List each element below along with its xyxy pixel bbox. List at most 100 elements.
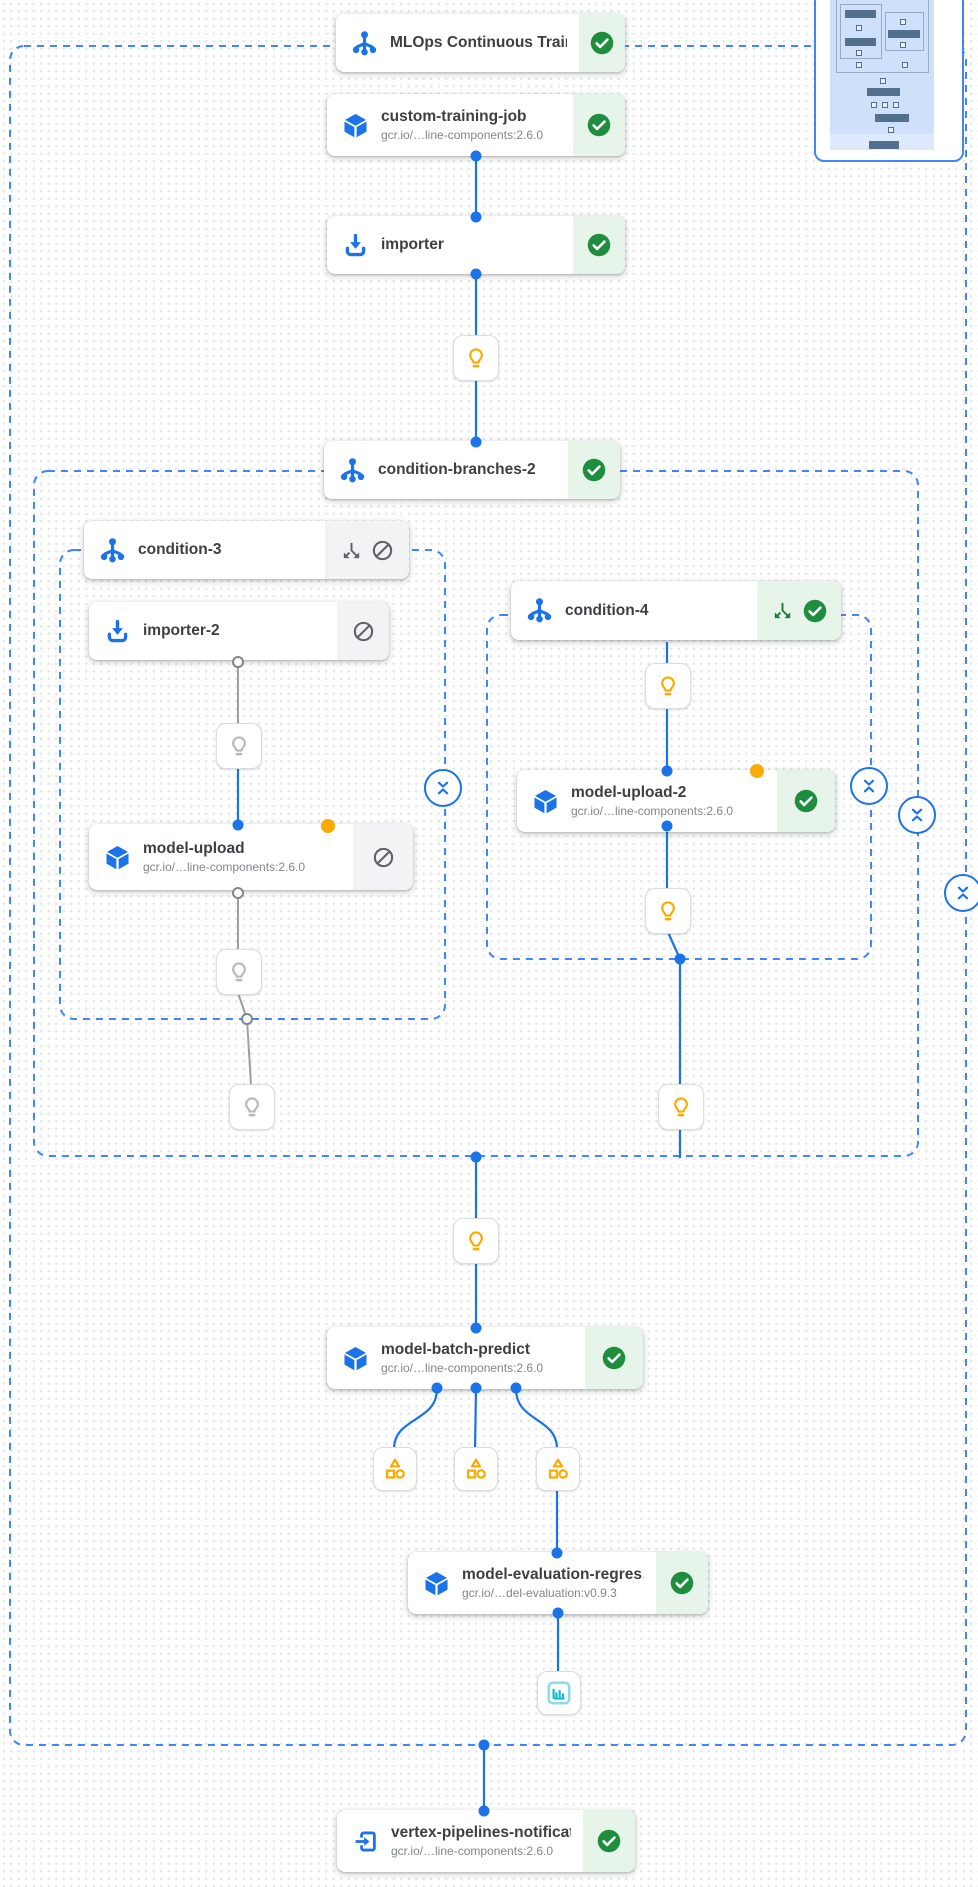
collapse-group-button[interactable] [944, 874, 978, 912]
parameter-node[interactable] [453, 335, 499, 381]
node-custom-training-job[interactable]: custom-training-job gcr.io/…line-compone… [327, 94, 625, 156]
node-subtitle: gcr.io/…line-components:2.6.0 [381, 1361, 544, 1375]
minimap-node [871, 102, 877, 108]
node-text: vertex-pipelines-notificat… gcr.io/…line… [379, 1824, 583, 1858]
artifact-node[interactable] [373, 1447, 417, 1491]
node-importer-2[interactable]: importer-2 [89, 602, 389, 660]
node-title: condition-branches-2 [378, 461, 536, 478]
minimap-node [856, 62, 862, 68]
minimap-node [893, 102, 899, 108]
parameter-node-skipped[interactable] [229, 1084, 275, 1130]
node-title: MLOps Continuous Traini… [390, 34, 567, 51]
branch-split-icon [771, 599, 794, 622]
node-title: importer [381, 236, 444, 253]
container-cube-icon [104, 844, 131, 871]
collapse-group-button[interactable] [850, 767, 888, 805]
parameter-node-skipped[interactable] [216, 723, 262, 769]
node-model-evaluation-regression[interactable]: model-evaluation-regres… gcr.io/…del-eva… [408, 1552, 708, 1614]
check-circle-icon [581, 457, 607, 483]
container-cube-icon [342, 112, 369, 139]
parameter-node[interactable] [658, 1084, 704, 1130]
status-badge-succeeded [777, 770, 835, 832]
unfold-less-icon [432, 777, 454, 799]
skipped-slash-icon [352, 620, 375, 643]
status-badge-skipped [325, 521, 409, 579]
check-circle-icon [586, 232, 612, 258]
artifact-icon [382, 1456, 408, 1482]
importer-download-icon [104, 618, 131, 645]
node-model-upload-2[interactable]: model-upload-2 gcr.io/…line-components:2… [517, 770, 835, 832]
status-badge-succeeded [579, 14, 625, 72]
lightbulb-icon [668, 1094, 694, 1120]
artifact-node[interactable] [454, 1447, 498, 1491]
metrics-chart-icon [546, 1680, 572, 1706]
condition-tree-icon [526, 597, 553, 624]
collapse-group-button[interactable] [898, 796, 936, 834]
node-text: importer [369, 236, 573, 254]
node-importer[interactable]: importer [327, 216, 625, 274]
lightbulb-icon [239, 1094, 265, 1120]
node-text: model-upload gcr.io/…line-components:2.6… [131, 840, 353, 874]
status-badge-succeeded [568, 441, 620, 499]
node-subtitle: gcr.io/…line-components:2.6.0 [391, 1844, 554, 1858]
parameter-node-skipped[interactable] [216, 949, 262, 995]
minimap-node [856, 25, 862, 31]
node-title: custom-training-job [381, 108, 527, 125]
node-condition-3[interactable]: condition-3 [84, 521, 409, 579]
minimap-node [856, 50, 862, 56]
minimap-node [845, 10, 876, 18]
minimap-node [869, 141, 899, 149]
parameter-node[interactable] [645, 888, 691, 934]
minimap-node [900, 19, 906, 25]
check-circle-icon [793, 788, 819, 814]
lightbulb-icon [226, 959, 252, 985]
node-condition-4[interactable]: condition-4 [511, 581, 841, 640]
node-text: model-evaluation-regres… gcr.io/…del-eva… [450, 1566, 656, 1600]
status-badge-skipped [353, 824, 413, 890]
parameter-node[interactable] [645, 663, 691, 709]
artifact-icon [545, 1456, 571, 1482]
minimap-node [888, 127, 894, 133]
parameter-node[interactable] [453, 1218, 499, 1264]
check-circle-icon [601, 1345, 627, 1371]
minimap-node [900, 42, 906, 48]
artifact-node[interactable] [536, 1447, 580, 1491]
node-model-upload[interactable]: model-upload gcr.io/…line-components:2.6… [89, 824, 413, 890]
node-text: condition-branches-2 [366, 461, 568, 479]
node-text: model-upload-2 gcr.io/…line-components:2… [559, 784, 777, 818]
metrics-artifact-node[interactable] [537, 1671, 581, 1715]
unfold-less-icon [952, 882, 974, 904]
check-circle-icon [802, 598, 828, 624]
minimap-node [882, 102, 888, 108]
minimap-node [875, 114, 909, 122]
node-title: model-batch-predict [381, 1341, 530, 1358]
collapse-group-button[interactable] [424, 769, 462, 807]
node-mlops-continuous-training[interactable]: MLOps Continuous Traini… [336, 14, 625, 72]
node-condition-branches-2[interactable]: condition-branches-2 [324, 441, 620, 499]
condition-tree-icon [351, 30, 378, 57]
condition-tree-icon [99, 537, 126, 564]
node-model-batch-predict[interactable]: model-batch-predict gcr.io/…line-compone… [327, 1327, 643, 1389]
node-subtitle: gcr.io/…line-components:2.6.0 [571, 804, 734, 818]
lightbulb-icon [226, 733, 252, 759]
skipped-slash-icon [371, 539, 394, 562]
node-text: condition-3 [126, 541, 325, 559]
branch-split-icon [340, 539, 363, 562]
lightbulb-icon [463, 345, 489, 371]
importer-download-icon [342, 232, 369, 259]
node-title: model-upload [143, 840, 245, 857]
lightbulb-icon [655, 898, 681, 924]
minimap[interactable] [814, 0, 964, 162]
status-badge-succeeded [585, 1327, 643, 1389]
node-title: condition-4 [565, 601, 649, 619]
node-vertex-pipelines-notification[interactable]: vertex-pipelines-notificat… gcr.io/…line… [337, 1810, 635, 1872]
status-badge-succeeded [573, 216, 625, 274]
exit-handler-icon [352, 1828, 379, 1855]
minimap-node [902, 62, 908, 68]
check-circle-icon [596, 1828, 622, 1854]
node-text: model-batch-predict gcr.io/…line-compone… [369, 1341, 585, 1375]
node-subtitle: gcr.io/…del-evaluation:v0.9.3 [462, 1586, 617, 1600]
lightbulb-icon [655, 673, 681, 699]
node-text: MLOps Continuous Traini… [378, 34, 579, 52]
